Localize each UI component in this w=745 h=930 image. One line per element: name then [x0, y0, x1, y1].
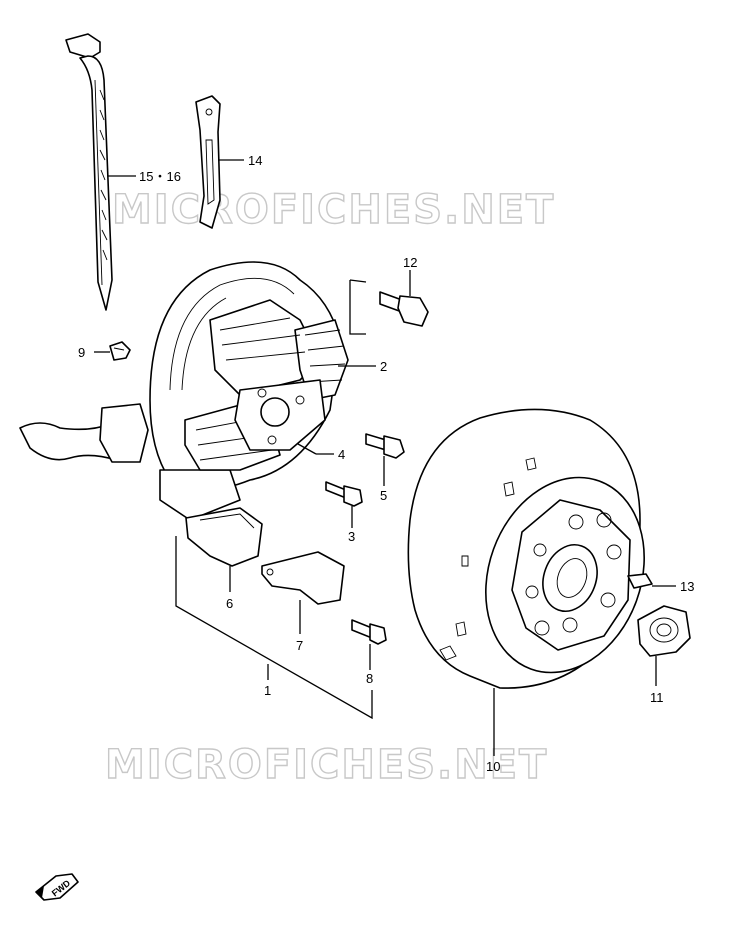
- flywheel-rotor: [407, 408, 645, 756]
- callout-12: 12: [403, 255, 417, 270]
- screw-5: [365, 433, 405, 486]
- watermark-top: MICROFICHES.NET: [112, 187, 555, 233]
- watermark-bottom: MICROFICHES.NET: [105, 742, 548, 788]
- callout-8: 8: [366, 671, 373, 686]
- bolt-12: [349, 270, 429, 335]
- woodruff-key: [627, 573, 676, 589]
- callout-7: 7: [296, 638, 303, 653]
- callout-15-16: 15・16: [139, 169, 181, 184]
- cable-tie: [65, 33, 136, 311]
- callout-11: 11: [650, 690, 664, 705]
- screw-9: [94, 341, 131, 361]
- fwd-arrow-icon: FWD: [35, 873, 79, 901]
- callout-2: 2: [380, 359, 387, 374]
- callout-9: 9: [78, 345, 85, 360]
- callout-13: 13: [680, 579, 694, 594]
- screw-3: [325, 481, 363, 528]
- callout-1: 1: [264, 683, 271, 698]
- screw-8: [351, 619, 387, 670]
- callout-3: 3: [348, 529, 355, 544]
- flywheel-nut: [637, 605, 691, 686]
- callout-5: 5: [380, 488, 387, 503]
- bracket-line-1: [175, 536, 373, 720]
- callout-6: 6: [226, 596, 233, 611]
- stator-assembly: [19, 261, 349, 521]
- bracket: [261, 551, 345, 634]
- leader-4: [297, 443, 317, 455]
- callout-14: 14: [248, 153, 262, 168]
- callout-10: 10: [486, 759, 500, 774]
- callout-4: 4: [338, 447, 345, 462]
- wire-clip: [195, 95, 244, 229]
- pickup-cover: [185, 507, 263, 592]
